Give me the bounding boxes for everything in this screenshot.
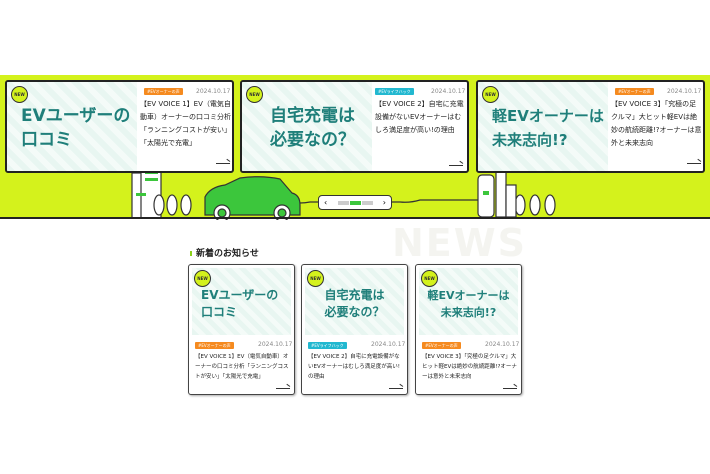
news-watermark: NEWS [392,221,528,265]
card-text[interactable]: 【EV VOICE 3】「究極の足クルマ」大ヒット軽EVは絶妙の航続距離!?オー… [422,354,517,380]
card-text[interactable]: 【EV VOICE 2】自宅に充電設備がないEVオーナーはむしろ満足度が高い!の… [375,100,464,134]
card-text[interactable]: 【EV VOICE 3】「究極の足クルマ」大ヒット軽EVは絶妙の航続距離!?オー… [611,100,702,147]
card-image-title: EVユーザーの 口コミ [21,106,131,150]
card-thumbnail [242,82,372,171]
card-text[interactable]: 【EV VOICE 1】EV（電気自動車）オーナーの口コミ分析「ランニングコスト… [140,100,231,147]
arrow-right-icon[interactable] [687,163,701,164]
new-badge: NEW [11,86,28,103]
arrow-right-icon[interactable] [216,163,230,164]
news-card[interactable]: NEW EVユーザーの 口コミ #EVオーナーの声 2024.10.17 【EV… [188,264,295,395]
arrow-right-icon[interactable] [449,165,463,166]
post-date: 2024.10.17 [431,88,466,95]
new-badge: NEW [194,270,211,287]
carousel-controls: ‹ › [318,195,392,210]
category-tag[interactable]: #EVオーナーの声 [144,88,183,95]
arrow-right-icon[interactable] [389,388,403,389]
news-heading: 新着のお知らせ [190,246,259,259]
card-text[interactable]: 【EV VOICE 2】自宅に充電設備がないEVオーナーはむしろ満足度が高い!の… [308,354,400,380]
next-button[interactable]: › [382,198,386,207]
news-card[interactable]: NEW 自宅充電は 必要なの？ #EVライフハック 2024.10.17 【EV… [301,264,408,395]
carousel-pagination [337,200,373,205]
card-image-title: 軽EVオーナーは 未来志向!? [427,289,510,319]
card-text[interactable]: 【EV VOICE 1】EV（電気自動車）オーナーの口コミ分析「ランニングコスト… [195,354,289,380]
new-badge: NEW [246,86,263,103]
page-dot-active[interactable] [349,200,361,205]
arrow-right-icon[interactable] [503,388,517,389]
post-date: 2024.10.17 [371,341,406,348]
card-image-title: 自宅充電は 必要なの？ [324,288,385,319]
new-badge: NEW [421,270,438,287]
city-illustration [131,135,556,220]
card-thumbnail [7,82,137,171]
new-badge: NEW [307,270,324,287]
category-tag[interactable]: #EVオーナーの声 [422,342,461,349]
post-date: 2024.10.17 [258,341,293,348]
trees [153,194,556,216]
hero-card[interactable]: NEW EVユーザーの 口コミ #EVオーナーの声 2024.10.17 【EV… [5,80,234,173]
card-thumbnail [478,82,608,171]
card-image-title: EVユーザーの 口コミ [201,288,279,319]
post-date: 2024.10.17 [667,88,702,95]
news-card[interactable]: NEW 軽EVオーナーは 未来志向!? #EVオーナーの声 2024.10.17… [415,264,522,395]
page-dot[interactable] [361,200,373,205]
category-tag[interactable]: #EVオーナーの声 [195,342,234,349]
page-dot[interactable] [337,200,349,205]
category-tag[interactable]: #EVオーナーの声 [615,88,654,95]
category-tag[interactable]: #EVライフハック [375,88,414,95]
post-date: 2024.10.17 [485,341,520,348]
hero-card[interactable]: NEW 自宅充電は 必要なの？ #EVライフハック 2024.10.17 【EV… [240,80,469,173]
card-image-title: 軽EVオーナーは 未来志向!? [492,107,604,149]
new-badge: NEW [482,86,499,103]
post-date: 2024.10.17 [196,88,231,95]
category-tag[interactable]: #EVライフハック [308,342,347,349]
arrow-right-icon[interactable] [276,388,290,389]
card-image-title: 自宅充電は 必要なの？ [270,106,355,150]
car-icon [204,176,301,220]
prev-button[interactable]: ‹ [324,198,328,207]
hero-card[interactable]: NEW 軽EVオーナーは 未来志向!? #EVオーナーの声 2024.10.17… [476,80,705,173]
ground-line [0,217,710,219]
